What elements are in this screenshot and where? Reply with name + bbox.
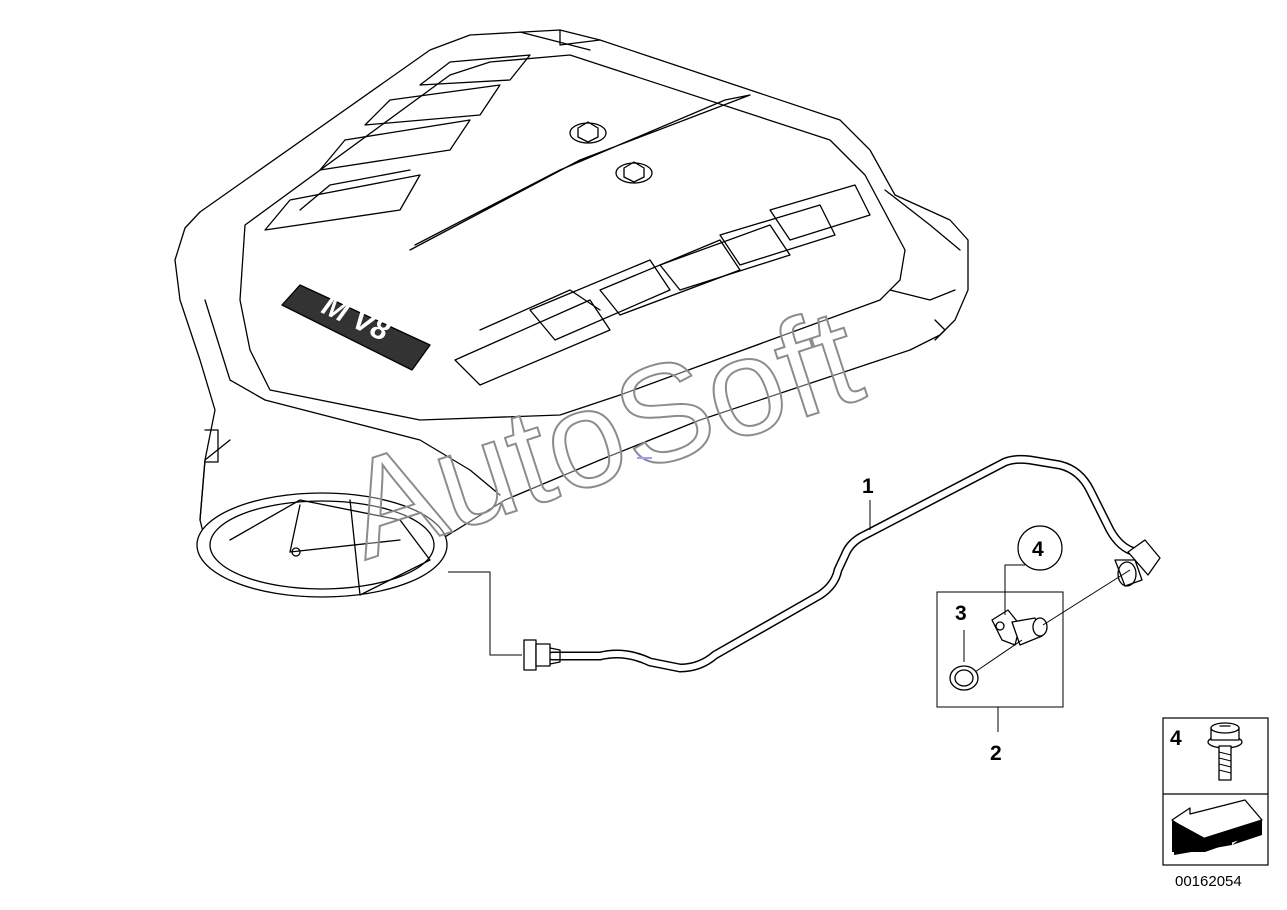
sensor-kit-box: 2 (936, 591, 1064, 765)
breather-hose (523, 454, 1161, 673)
direction-arrow-icon (1171, 799, 1263, 855)
cover-bolt-icon (615, 161, 653, 184)
callout-4-circle (1017, 525, 1063, 571)
legend-box: 4 (1162, 717, 1269, 866)
cover-bolt-icon (569, 121, 607, 144)
air-intake (196, 439, 448, 598)
drawing-number: 00162054 (1175, 873, 1242, 890)
pressure-sensor (974, 569, 1131, 673)
engine-cover: M V8 (174, 29, 969, 598)
seal-ring (949, 665, 979, 691)
hose-connector-right (1114, 539, 1161, 587)
hose-connector-left (523, 639, 561, 671)
callout-2-label: 2 (990, 742, 1002, 765)
callout-3-label: 3 (955, 602, 967, 625)
screw-icon (1207, 722, 1243, 781)
legend-screw-label: 4 (1170, 727, 1182, 750)
callout-4-label: 4 (1032, 538, 1044, 561)
callout-1-label: 1 (862, 475, 874, 498)
callout-4-leader (1004, 564, 1025, 615)
leader-line (448, 571, 522, 656)
